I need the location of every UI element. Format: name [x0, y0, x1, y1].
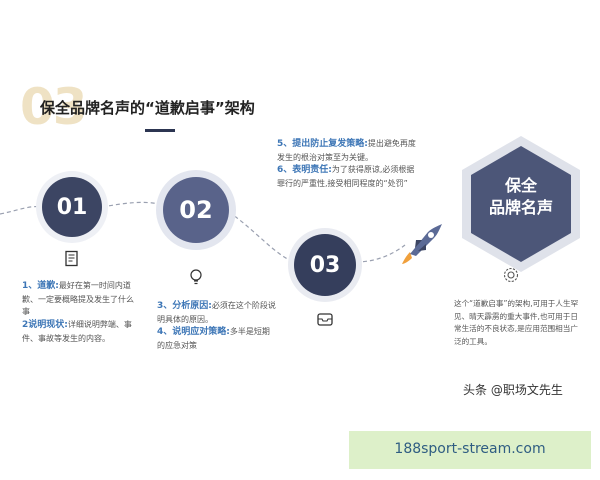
- ad-banner[interactable]: [349, 431, 591, 469]
- text-block-2: 3、分析原因:必须在这个阶段说明具体的原因。 4、说明应对策略:多半是短期的应急…: [157, 300, 277, 353]
- step-3-circle: 03: [294, 234, 356, 296]
- text-block-3: 5、提出防止复发策略:提出避免再度发生的根治对策至为关键。 6、表明责任:为了获…: [277, 138, 417, 191]
- hexagon-label: 保全 品牌名声: [471, 175, 571, 218]
- item-2-heading: 2说明现状:: [22, 319, 68, 330]
- summary-text: 这个“道歉启事”的架构,可用于人生罕见、晴天霹雳的重大事件,也可用于日常生活的不…: [454, 299, 579, 346]
- item-4-heading: 4、说明应对策略:: [157, 327, 230, 338]
- rocket-icon: [402, 224, 442, 264]
- document-icon: [65, 250, 78, 267]
- page-title: 保全品牌名声的“道歉启事”架构: [40, 99, 255, 117]
- item-1-text: 最好在第一时间内道歉、一定要概略提及发生了什么事: [22, 281, 134, 317]
- lightbulb-icon: [190, 269, 202, 285]
- item-5-text: 提出避免再度发生的根治对策至为关键。: [277, 139, 416, 162]
- ad-banner-text[interactable]: 188sport-stream.com: [394, 441, 546, 457]
- item-3-heading: 3、分析原因:: [157, 301, 212, 311]
- item-2-text: 详细说明弊端、事件、事故等发生的内容。: [22, 319, 132, 343]
- hexagon: [471, 146, 571, 262]
- item-1-heading: 1、道歉:: [22, 281, 59, 291]
- inbox-tray-icon: [317, 313, 333, 326]
- title-underline: [145, 129, 175, 132]
- item-5-heading: 5、提出防止复发策略:: [277, 139, 368, 149]
- watermark: 头条 @职场文先生: [463, 383, 563, 397]
- gear-icon: [503, 267, 519, 283]
- item-3-text: 必须在这个阶段说明具体的原因。: [157, 301, 276, 324]
- decorative-number: 03: [20, 78, 88, 136]
- item-6-text: 为了获得原谅,必须根据罪行的严重性,接受相同程度的“处罚”: [277, 165, 415, 189]
- step-1-circle: 01: [42, 177, 102, 237]
- hexagon-line-1: 保全: [504, 176, 537, 195]
- step-2-circle: 02: [163, 177, 229, 243]
- item-4-text: 多半是短期的应急对策: [157, 327, 270, 351]
- item-6-heading: 6、表明责任:: [277, 165, 332, 176]
- text-block-1: 1、道歉:最好在第一时间内道歉、一定要概略提及发生了什么事 2说明现状:详细说明…: [22, 280, 137, 345]
- hexagon-line-2: 品牌名声: [488, 197, 553, 217]
